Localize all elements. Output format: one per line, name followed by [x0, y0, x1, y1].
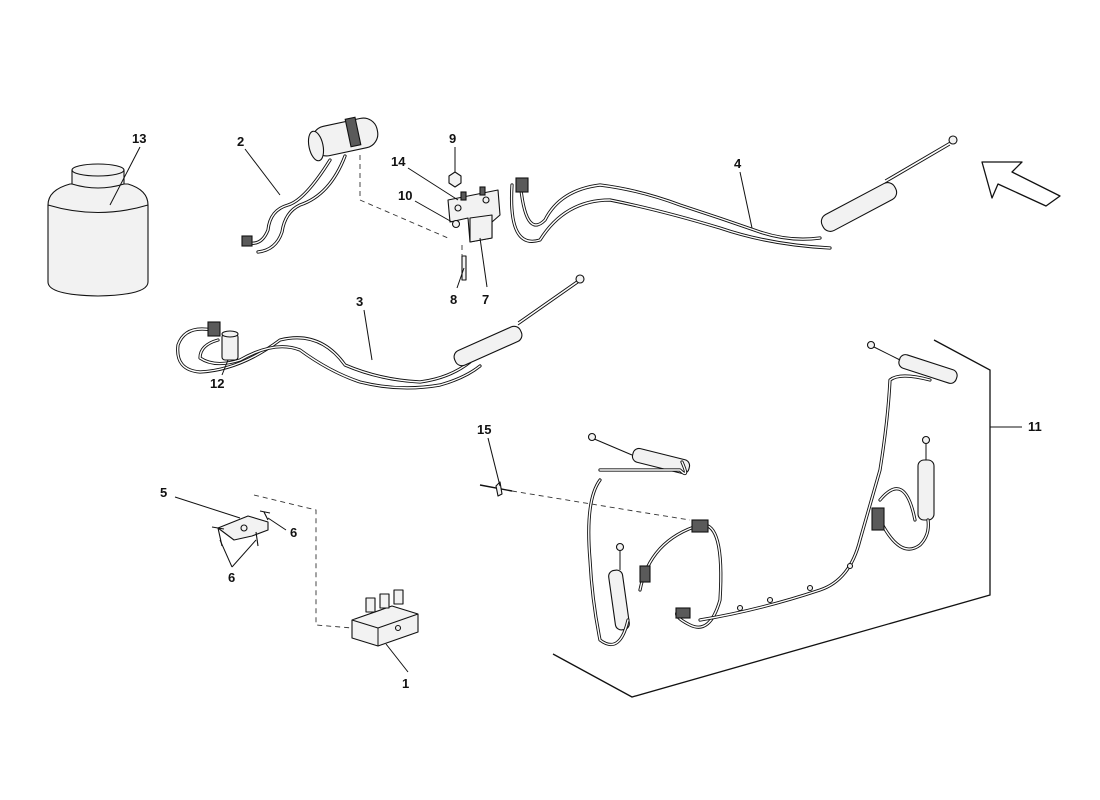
callout-1: 1 — [402, 676, 409, 691]
hydraulic-cylinder-middle — [176, 274, 585, 390]
hose-assembly — [587, 340, 958, 646]
callout-13: 13 — [132, 131, 146, 146]
callout-4: 4 — [734, 156, 742, 171]
callout-8: 8 — [450, 292, 457, 307]
front-direction-arrow-icon — [981, 161, 1061, 207]
valve-block — [351, 589, 419, 647]
hose-assembly-frame — [552, 339, 991, 698]
callout-2: 2 — [237, 134, 244, 149]
callout-14: 14 — [391, 154, 406, 169]
callout-6a: 6 — [290, 525, 297, 540]
callout-12: 12 — [210, 376, 224, 391]
reservoir-with-hose — [241, 116, 379, 254]
mounting-bracket — [447, 186, 501, 243]
callout-15: 15 — [477, 422, 491, 437]
cable-tie — [479, 481, 513, 497]
callout-7: 7 — [482, 292, 489, 307]
callout-6b: 6 — [228, 570, 235, 585]
leader-lines — [109, 146, 1022, 673]
callout-labels: 1 2 3 4 5 6 6 7 8 9 10 11 12 13 14 15 — [132, 131, 1042, 691]
filter-cartridge — [221, 330, 239, 361]
callout-3: 3 — [356, 294, 363, 309]
callout-10: 10 — [398, 188, 412, 203]
hydraulic-cylinder-upper — [509, 135, 958, 250]
fluid-bottle — [47, 163, 149, 297]
callout-9: 9 — [449, 131, 456, 146]
washer — [451, 219, 461, 229]
valve-bracket — [217, 515, 269, 541]
callout-5: 5 — [160, 485, 167, 500]
callout-11: 11 — [1028, 419, 1042, 434]
nut — [448, 171, 462, 188]
